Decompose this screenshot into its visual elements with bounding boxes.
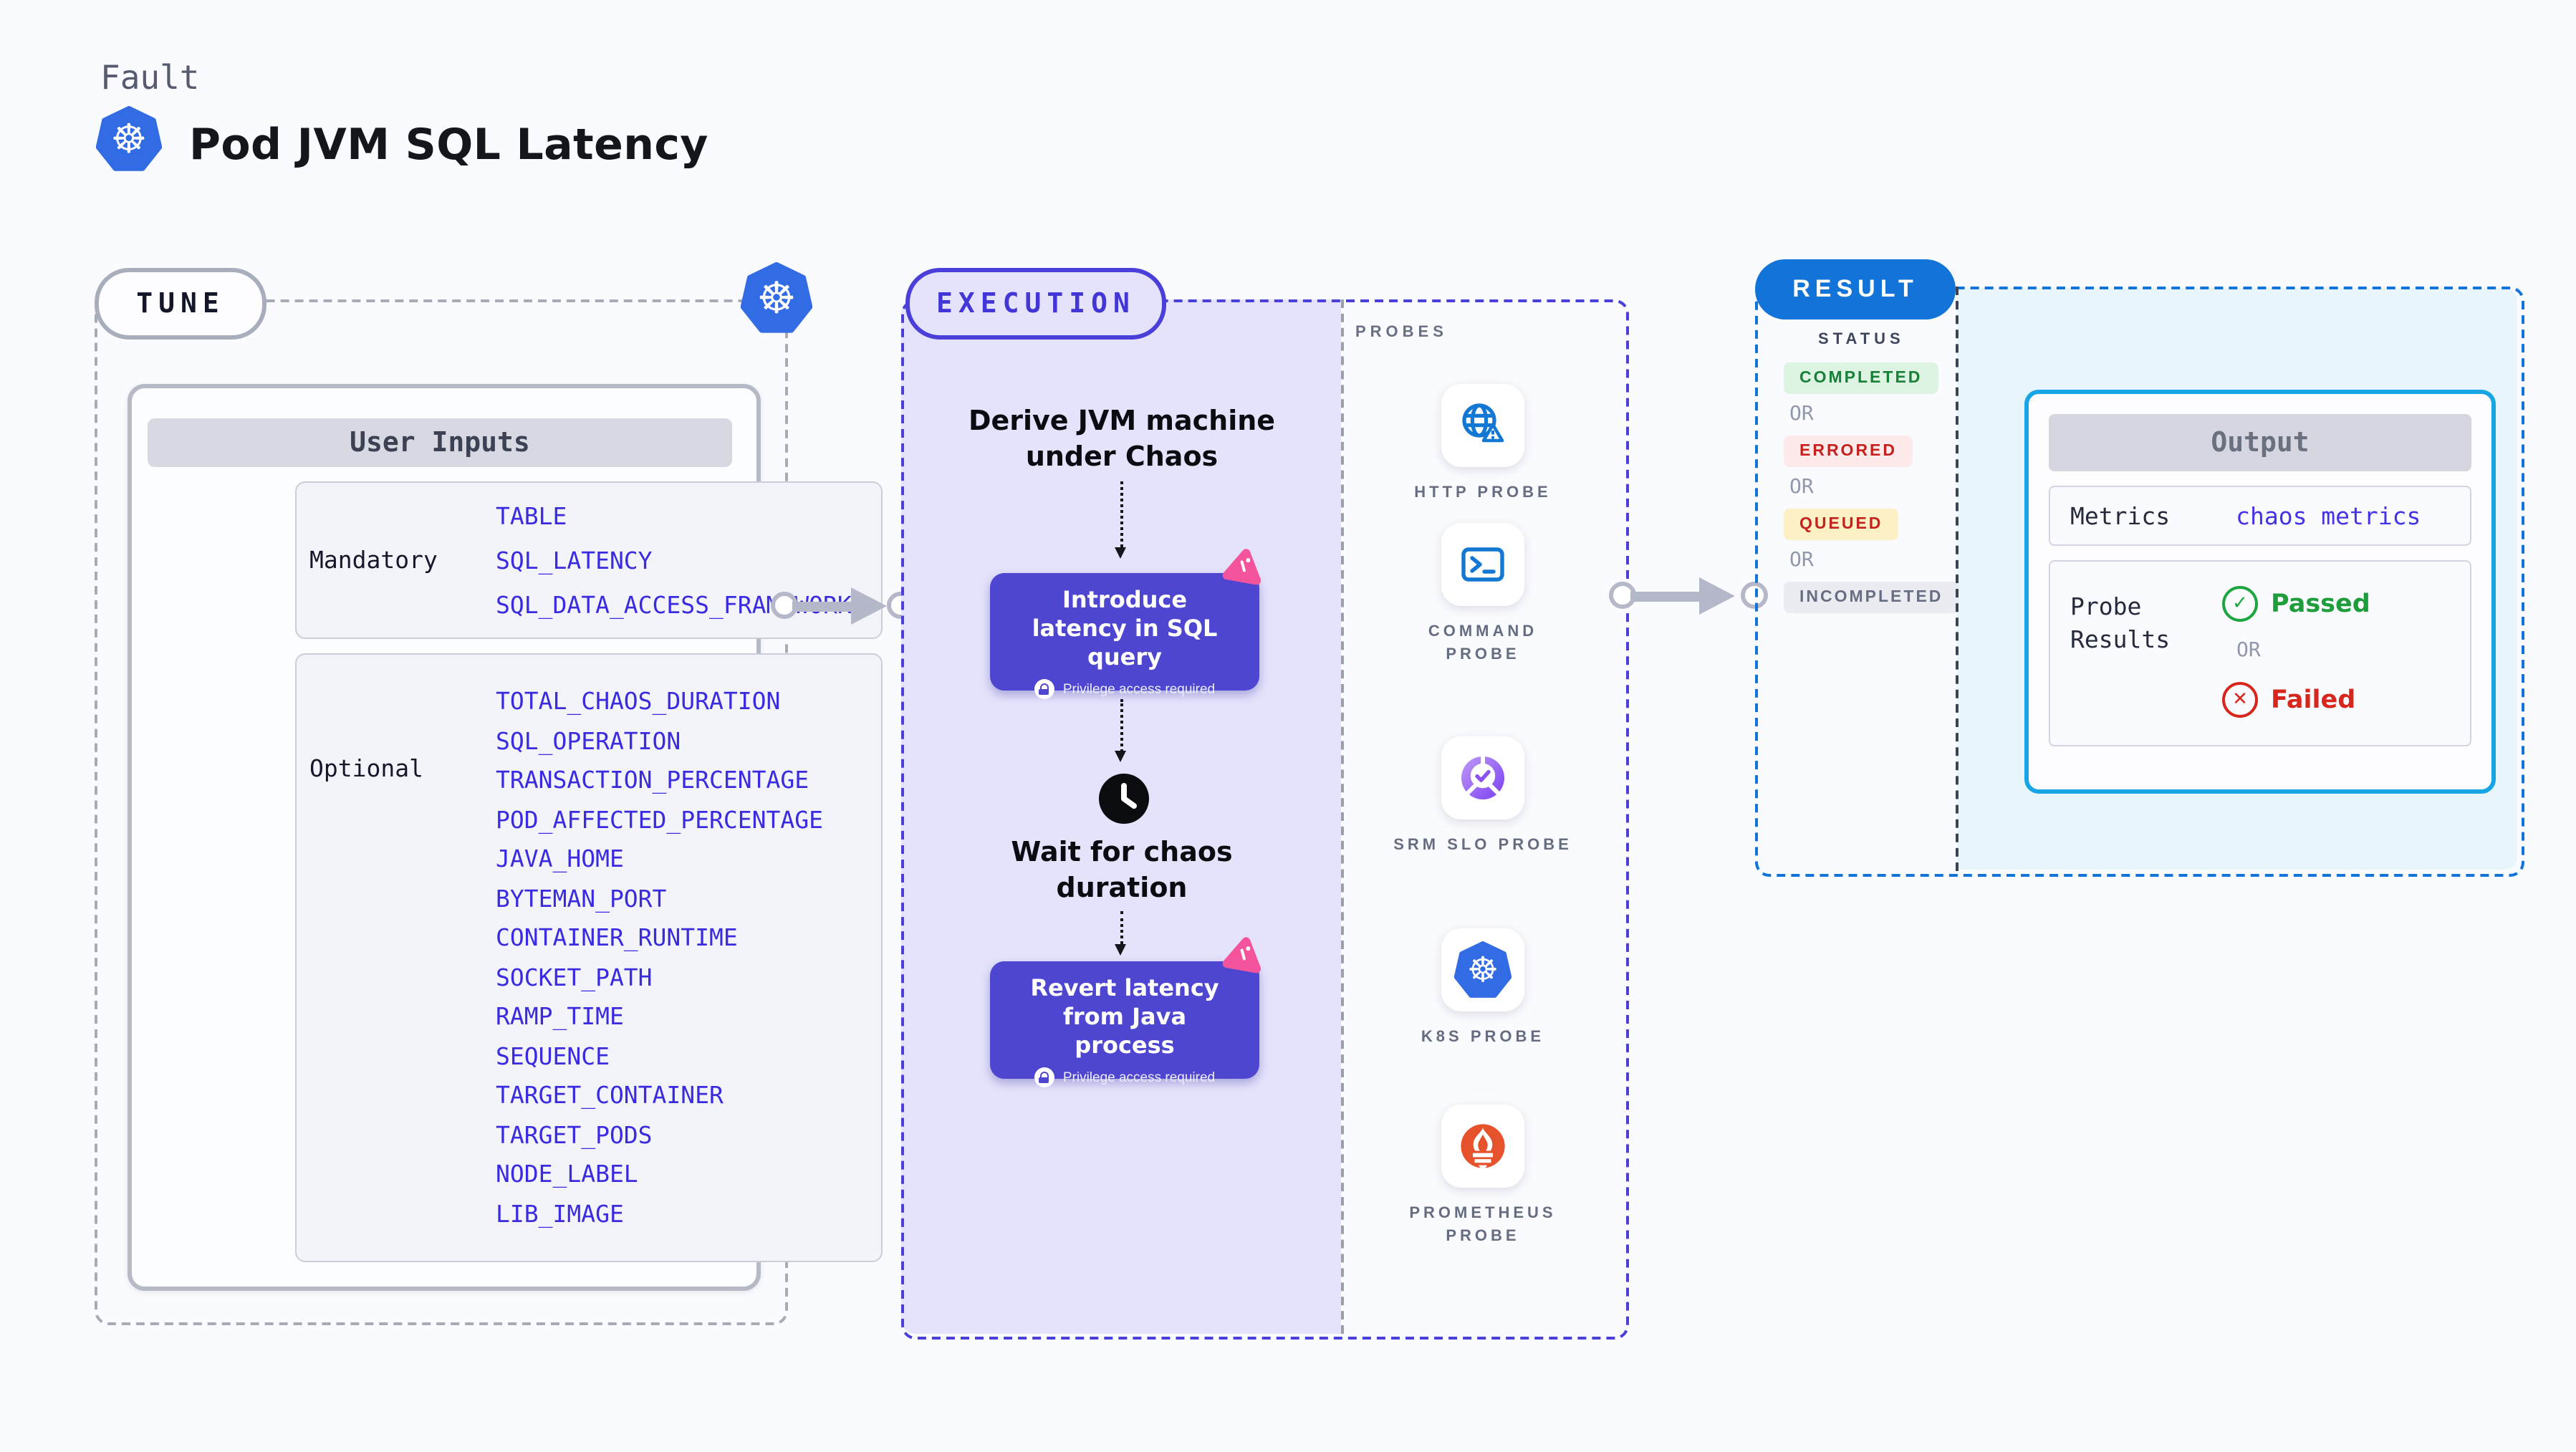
lock-icon xyxy=(1034,679,1054,699)
status-list: COMPLETED OR ERRORED OR QUEUED OR INCOMPLETED xyxy=(1784,362,1959,613)
or-label: OR xyxy=(1789,403,1814,425)
step-wait-label: Wait for chaos duration xyxy=(1011,837,1233,904)
probe-label: PROMETHEUS PROBE xyxy=(1409,1205,1557,1245)
connector-line xyxy=(1630,592,1702,602)
terminal-icon xyxy=(1441,523,1524,606)
globe-alert-icon xyxy=(1441,384,1524,467)
failed-label: Failed xyxy=(2271,686,2356,714)
probe-label: HTTP PROBE xyxy=(1414,484,1552,501)
step-revert-latency: Revert latency from Java process Privile… xyxy=(990,961,1259,1087)
execution-pill: EXECUTION xyxy=(905,268,1166,340)
flow-arrow-down xyxy=(1115,699,1126,762)
user-inputs-title: User Inputs xyxy=(148,418,732,467)
probes-title: PROBES xyxy=(1355,324,1448,341)
status-badge-queued: QUEUED xyxy=(1784,509,1899,540)
status-badge-errored: ERRORED xyxy=(1784,436,1913,467)
probe-label: K8S PROBE xyxy=(1421,1029,1545,1046)
probe-item: COMMAND PROBE xyxy=(1383,523,1583,666)
step-introduce-label: Introduce latency in SQL query xyxy=(1032,586,1218,670)
svg-text:☸: ☸ xyxy=(111,116,147,163)
metrics-label: Metrics xyxy=(2070,502,2171,529)
privilege-note: Privilege access required xyxy=(990,679,1259,699)
page-title: Pod JVM SQL Latency xyxy=(189,120,708,170)
status-badge-completed: COMPLETED xyxy=(1784,362,1938,394)
prometheus-flame-icon xyxy=(1441,1105,1524,1188)
probe-label: COMMAND PROBE xyxy=(1428,623,1538,663)
execution-section xyxy=(901,299,1629,1340)
step-introduce-latency: Introduce latency in SQL query Privilege… xyxy=(990,573,1259,699)
connector-arrowhead xyxy=(1699,577,1735,615)
or-label: OR xyxy=(1789,549,1814,572)
metrics-value: chaos metrics xyxy=(2236,502,2421,529)
metrics-row: Metrics chaos metrics xyxy=(2049,486,2471,546)
failed-row: ✕ Failed xyxy=(2222,682,2355,718)
privilege-text: Privilege access required xyxy=(1062,681,1216,697)
result-divider xyxy=(1956,287,1959,871)
step-derive-label: Derive JVM machine under Chaos xyxy=(968,405,1276,473)
passed-label: Passed xyxy=(2271,590,2370,618)
litmus-chaos-icon xyxy=(1222,546,1265,589)
status-title: STATUS xyxy=(1818,331,1905,348)
result-pill: RESULT xyxy=(1755,259,1956,319)
or-label: OR xyxy=(2236,639,2261,662)
user-inputs-card xyxy=(128,384,761,1291)
svg-text:☸: ☸ xyxy=(757,273,797,324)
output-title: Output xyxy=(2049,414,2471,471)
probe-label: SRM SLO PROBE xyxy=(1393,837,1572,854)
fault-eyebrow: Fault xyxy=(100,60,200,97)
or-label: OR xyxy=(1789,476,1814,499)
result-section xyxy=(1755,287,2524,877)
tune-pill: TUNE xyxy=(95,268,266,340)
kubernetes-icon: ☸ xyxy=(1441,928,1524,1011)
x-circle-icon: ✕ xyxy=(2222,682,2258,718)
probe-item: SRM SLO PROBE xyxy=(1383,736,1583,857)
step-revert-label: Revert latency from Java process xyxy=(1030,974,1219,1059)
probe-results-label: Probe Results xyxy=(2070,593,2171,653)
output-card: Output Metrics chaos metrics Probe Resul… xyxy=(2024,390,2496,794)
status-badge-incompleted: INCOMPLETED xyxy=(1784,582,1959,613)
probe-item: ☸ K8S PROBE xyxy=(1383,928,1583,1049)
connector-arrowhead xyxy=(851,587,887,625)
probe-results-row: Probe Results ✓ Passed OR ✕ Failed xyxy=(2049,560,2471,746)
passed-row: ✓ Passed xyxy=(2222,586,2370,622)
kubernetes-icon: ☸ xyxy=(740,262,813,341)
svg-text:☸: ☸ xyxy=(1467,950,1499,991)
probes-list: HTTP PROBE COMMAND PROBE SRM SLO PROBE ☸ K8S… xyxy=(1383,0,1583,1452)
flow-arrow-down xyxy=(1115,911,1126,956)
connector-line xyxy=(792,602,857,612)
clock-icon xyxy=(1097,772,1150,832)
slo-donut-icon xyxy=(1441,736,1524,819)
probe-item: HTTP PROBE xyxy=(1383,384,1583,504)
privilege-text: Privilege access required xyxy=(1062,1069,1216,1085)
flow-arrow-down xyxy=(1115,481,1126,559)
privilege-note: Privilege access required xyxy=(990,1067,1259,1087)
litmus-chaos-icon xyxy=(1222,934,1265,977)
probes-divider xyxy=(1341,299,1344,1334)
lock-icon xyxy=(1034,1067,1054,1087)
probe-item: PROMETHEUS PROBE xyxy=(1383,1105,1583,1248)
check-circle-icon: ✓ xyxy=(2222,586,2258,622)
connector-endpoint xyxy=(1741,582,1768,609)
kubernetes-icon: ☸ xyxy=(95,106,163,179)
